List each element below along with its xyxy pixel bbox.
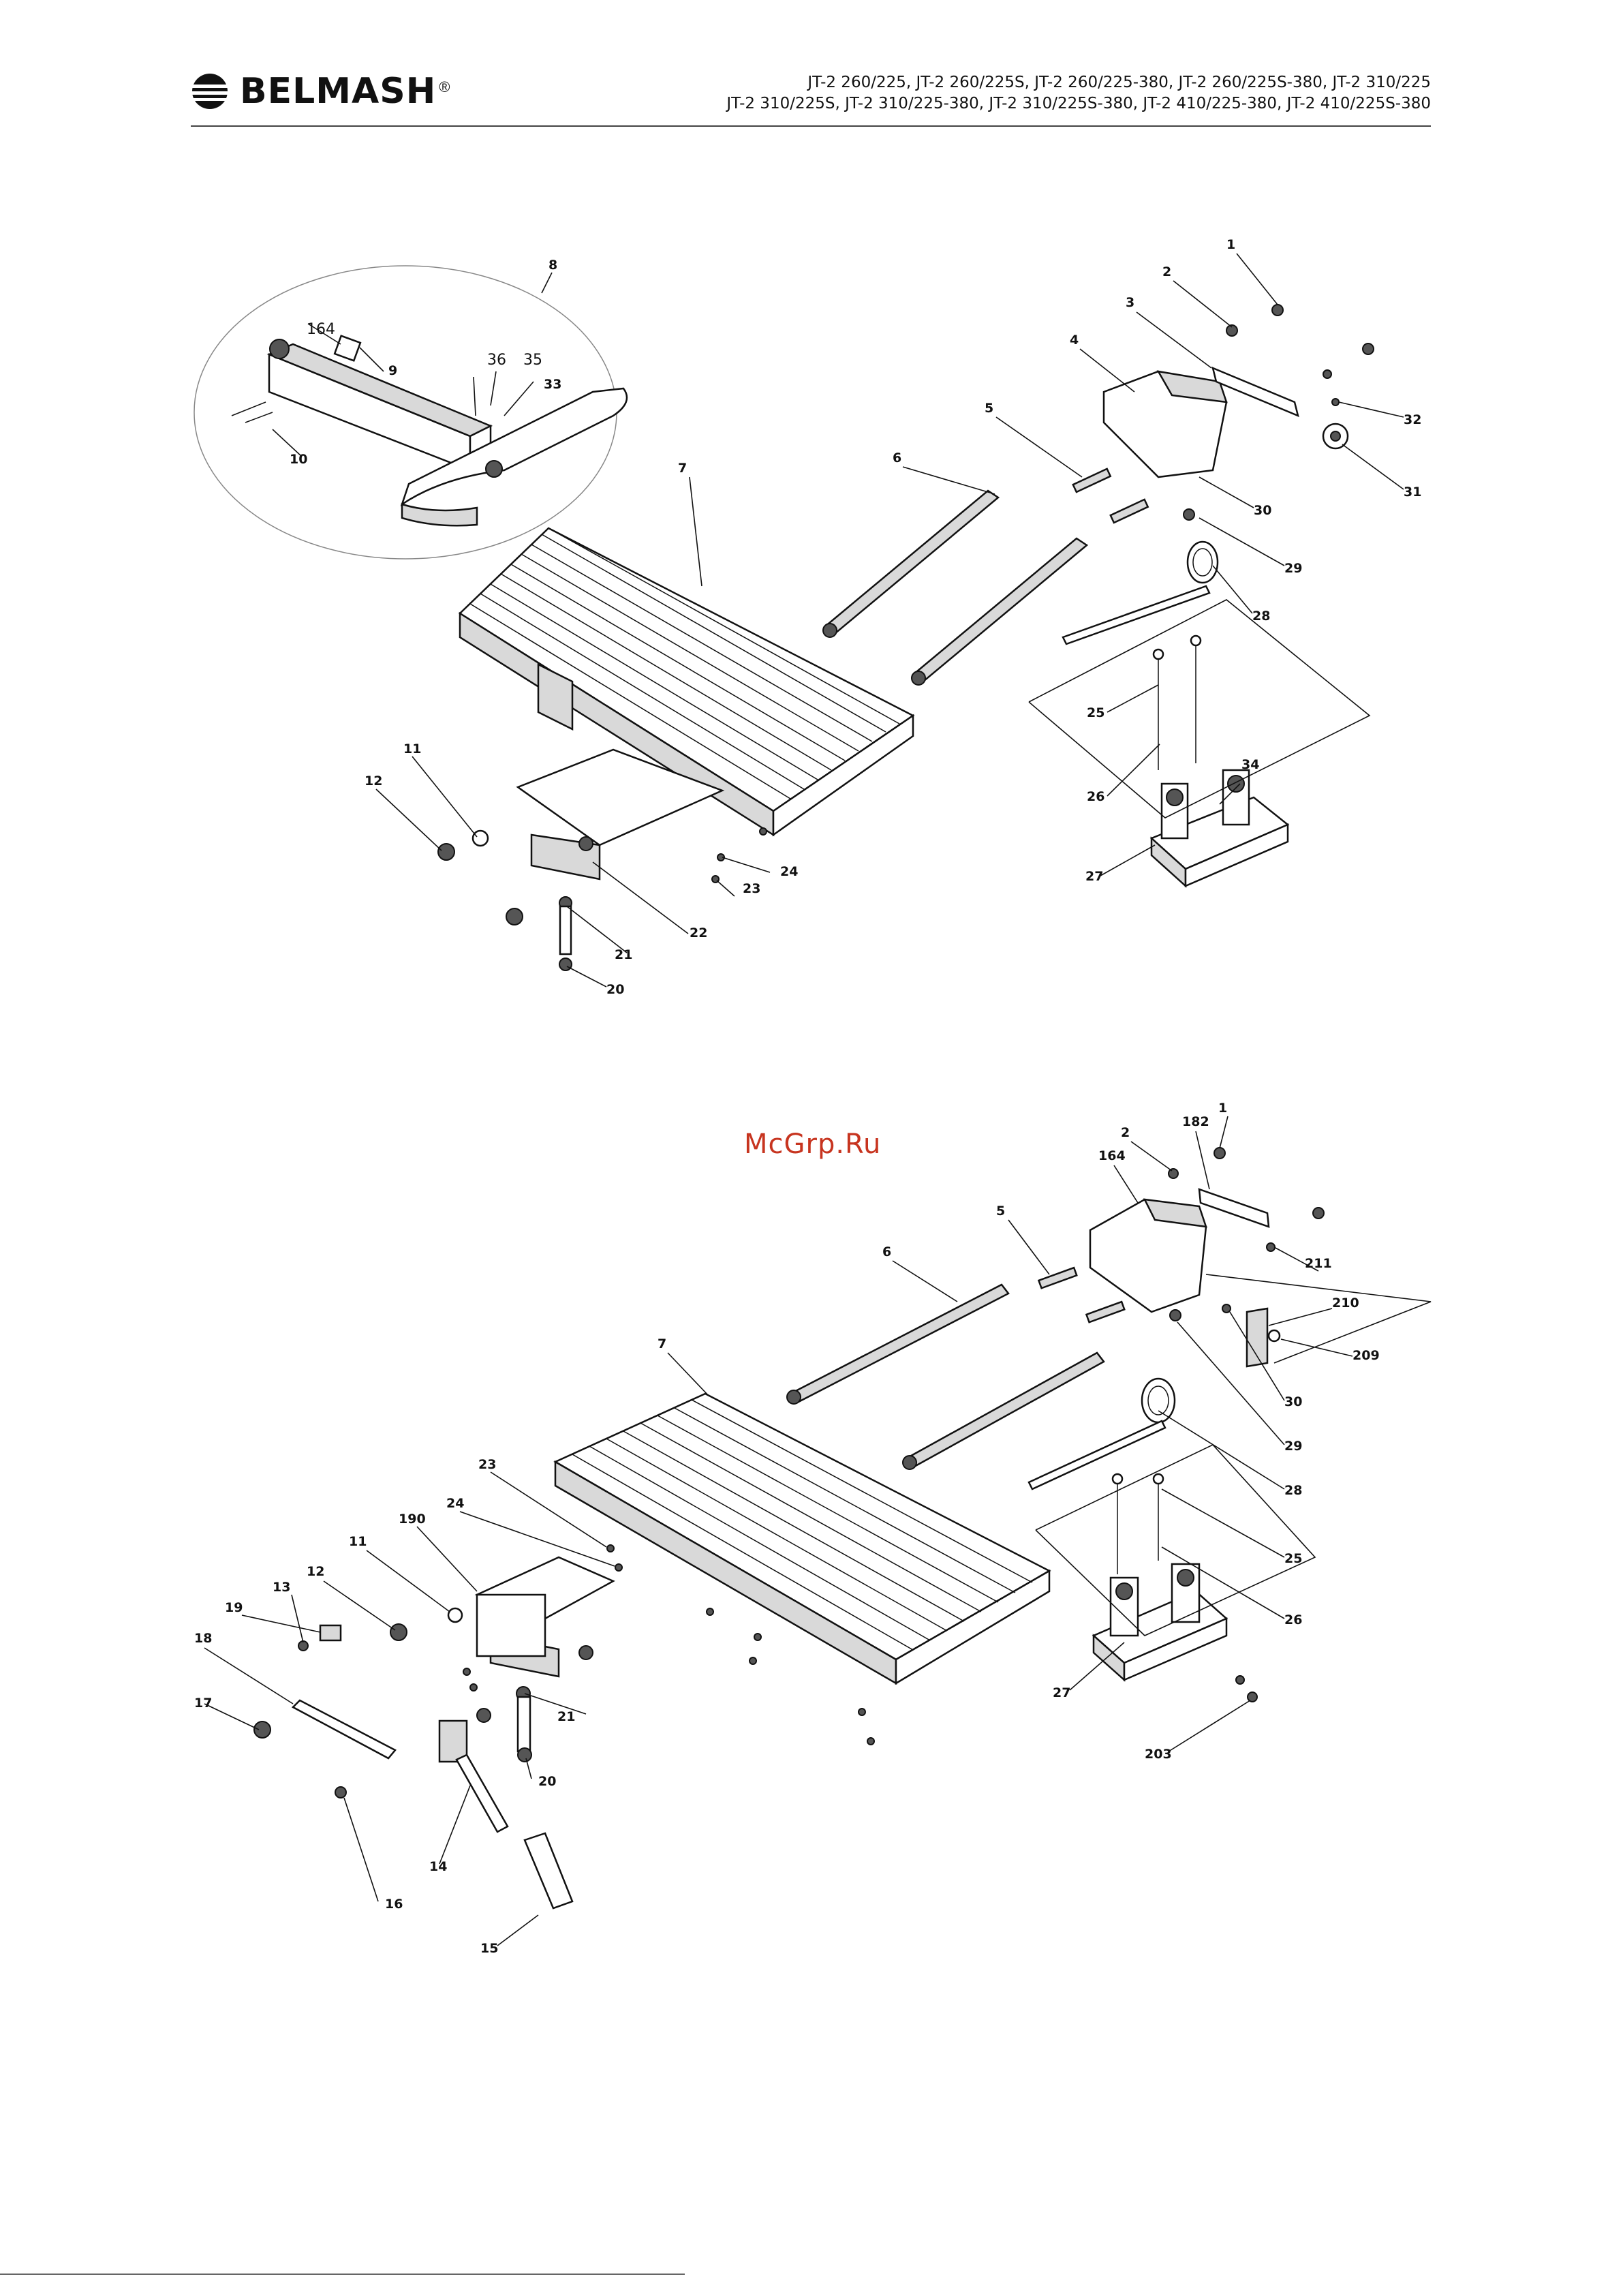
bracket-assembly xyxy=(1072,304,1374,524)
callout-b-203: 203 xyxy=(1145,1747,1172,1762)
model-list-line-2: JT-2 310/225S, JT-2 310/225-380, JT-2 31… xyxy=(726,95,1431,112)
callout-31: 31 xyxy=(1404,485,1421,500)
callout-20: 20 xyxy=(606,982,624,997)
callout-b-16: 16 xyxy=(385,1897,403,1912)
base-bracket xyxy=(1149,634,1290,888)
callout-b-25: 25 xyxy=(1284,1551,1302,1566)
callout-b-5: 5 xyxy=(996,1204,1005,1219)
callout-b-29: 29 xyxy=(1284,1439,1302,1454)
callout-164: 164 xyxy=(307,321,335,338)
callout-32: 32 xyxy=(1404,412,1421,427)
guide-rods-bottom xyxy=(786,1283,1105,1470)
callout-12: 12 xyxy=(365,774,382,789)
callout-36: 36 xyxy=(487,352,506,369)
callout-b-28: 28 xyxy=(1284,1483,1302,1498)
callout-10: 10 xyxy=(290,452,307,467)
bracket-assembly-bottom xyxy=(1037,1147,1325,1368)
callout-33: 33 xyxy=(544,377,561,392)
brand-logo: BELMASH ® xyxy=(191,71,450,112)
callout-24: 24 xyxy=(780,864,798,879)
callout-21: 21 xyxy=(615,947,632,962)
callout-b-27: 27 xyxy=(1053,1685,1070,1700)
callout-11: 11 xyxy=(403,741,421,756)
callout-b-164: 164 xyxy=(1098,1148,1126,1163)
callout-2: 2 xyxy=(1162,264,1171,279)
callout-b-18: 18 xyxy=(194,1631,212,1646)
leaders-bottom xyxy=(204,1116,1353,1946)
labels-bottom: 1 2 182 164 5 6 7 211 210 209 30 29 28 2… xyxy=(194,1101,1380,1956)
page-header: BELMASH ® JT-2 260/225, JT-2 260/225S, J… xyxy=(191,61,1431,129)
registered-mark: ® xyxy=(439,78,450,95)
callout-27: 27 xyxy=(1085,869,1103,884)
callout-6: 6 xyxy=(893,450,901,465)
callout-b-26: 26 xyxy=(1284,1612,1302,1627)
callout-8: 8 xyxy=(548,258,557,273)
callout-35: 35 xyxy=(523,352,542,369)
table-grooves xyxy=(469,527,900,799)
callout-b-210: 210 xyxy=(1332,1296,1359,1311)
callout-5: 5 xyxy=(985,401,993,416)
callout-9: 9 xyxy=(388,363,397,378)
callout-b-211: 211 xyxy=(1305,1256,1332,1271)
callout-22: 22 xyxy=(690,925,707,940)
callout-b-12: 12 xyxy=(307,1564,324,1579)
callout-b-21: 21 xyxy=(557,1709,575,1724)
callout-b-19: 19 xyxy=(225,1600,243,1615)
callout-b-30: 30 xyxy=(1284,1394,1302,1409)
guide-rods xyxy=(822,489,1089,686)
callout-b-7: 7 xyxy=(658,1336,666,1351)
callout-b-15: 15 xyxy=(480,1941,498,1956)
callout-b-24: 24 xyxy=(446,1496,464,1511)
callout-23: 23 xyxy=(743,881,760,896)
callout-b-14: 14 xyxy=(429,1859,447,1874)
labels-top: 1 2 3 4 5 6 7 8 9 10 11 12 20 21 22 23 2… xyxy=(290,237,1421,997)
belmash-globe-icon xyxy=(191,74,229,109)
base-outline-bottom xyxy=(1035,1444,1316,1636)
callout-b-1: 1 xyxy=(1218,1101,1227,1116)
diagram-top: 1 2 3 4 5 6 7 8 9 10 11 12 20 21 22 23 2… xyxy=(194,237,1421,997)
callout-28: 28 xyxy=(1252,609,1270,624)
spring-lever-bottom xyxy=(1027,1377,1176,1490)
model-list: JT-2 260/225, JT-2 260/225S, JT-2 260/22… xyxy=(726,72,1431,114)
model-list-line-1: JT-2 260/225, JT-2 260/225S, JT-2 260/22… xyxy=(807,74,1431,91)
callout-b-209: 209 xyxy=(1352,1348,1380,1363)
callout-1: 1 xyxy=(1226,237,1235,252)
leaders-top xyxy=(272,253,1404,988)
callout-26: 26 xyxy=(1087,789,1104,804)
callout-7: 7 xyxy=(678,461,687,476)
fence-detail xyxy=(231,335,628,527)
base-outline xyxy=(1028,599,1371,818)
callout-30: 30 xyxy=(1254,503,1271,518)
callout-b-11: 11 xyxy=(349,1534,367,1549)
spring-lever xyxy=(1062,540,1219,645)
callout-b-2: 2 xyxy=(1121,1125,1130,1140)
callout-29: 29 xyxy=(1284,561,1302,576)
callout-b-182: 182 xyxy=(1182,1114,1209,1129)
footer-divider xyxy=(0,2274,685,2275)
callout-b-13: 13 xyxy=(273,1580,290,1595)
callout-3: 3 xyxy=(1126,295,1134,310)
callout-b-190: 190 xyxy=(399,1512,426,1527)
lower-bracket-bottom xyxy=(253,1544,875,1910)
callout-25: 25 xyxy=(1087,705,1104,720)
brand-name: BELMASH xyxy=(240,71,437,112)
bracket-outline-bottom xyxy=(1205,1274,1432,1364)
table-grooves-bottom xyxy=(572,1399,1033,1651)
lower-bracket xyxy=(437,748,767,971)
diagram-bottom: 1 2 182 164 5 6 7 211 210 209 30 29 28 2… xyxy=(194,1101,1432,1956)
callout-b-17: 17 xyxy=(194,1696,212,1711)
callout-4: 4 xyxy=(1070,333,1079,348)
callout-b-20: 20 xyxy=(538,1774,556,1789)
header-divider xyxy=(191,125,1431,127)
watermark-text: McGrp.Ru xyxy=(744,1129,882,1160)
callout-b-23: 23 xyxy=(478,1457,496,1472)
table-bottom xyxy=(553,1392,1051,1685)
callout-b-6: 6 xyxy=(882,1244,891,1259)
callout-34: 34 xyxy=(1241,757,1259,772)
